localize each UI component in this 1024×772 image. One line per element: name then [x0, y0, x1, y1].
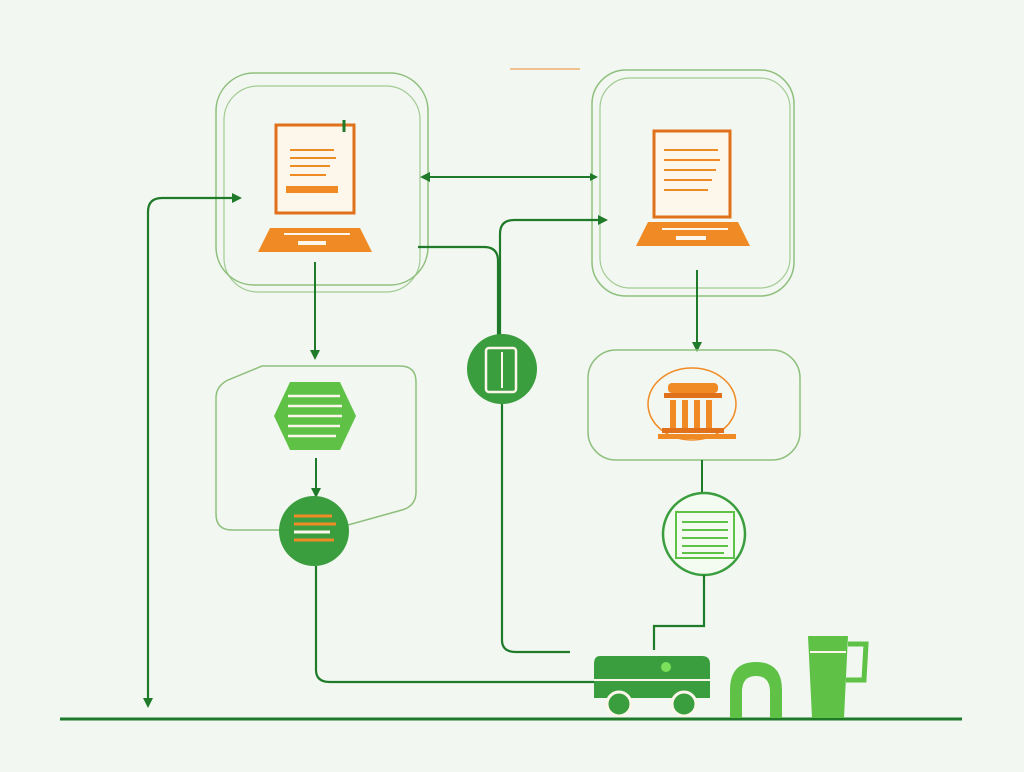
laptop-document-icon: [636, 129, 750, 246]
arrowhead-left: [420, 172, 430, 182]
vehicle-icon: [594, 656, 710, 718]
arrowhead-down-hex: [310, 350, 320, 360]
connector-circle-vehicle: [314, 566, 596, 684]
connector-checklist-vehicle: [652, 575, 706, 650]
arrowhead-down-circle: [311, 488, 321, 498]
arrowhead-into-left-box: [232, 193, 242, 203]
bank-building-icon: [647, 367, 737, 441]
hexagon-list-icon: [274, 382, 356, 450]
bank-box: [587, 349, 801, 461]
arrowhead-down-left: [143, 698, 153, 708]
cup-icon: [808, 636, 869, 718]
laptop-document-icon: [258, 120, 372, 252]
phone-icon: [467, 334, 537, 404]
checklist-circle-icon: [661, 491, 747, 577]
connector-left-box-phone: [418, 245, 500, 338]
arrowhead-down-bank: [692, 342, 702, 352]
connector-phone-vehicle: [500, 404, 570, 654]
right-laptop-box: [591, 69, 795, 297]
arrowhead-into-right-box: [598, 215, 608, 225]
connector-left-loop: [146, 196, 236, 702]
circle-list-icon: [279, 496, 349, 566]
arch-icon: [730, 662, 782, 718]
connector-phone-right-box: [498, 218, 600, 338]
